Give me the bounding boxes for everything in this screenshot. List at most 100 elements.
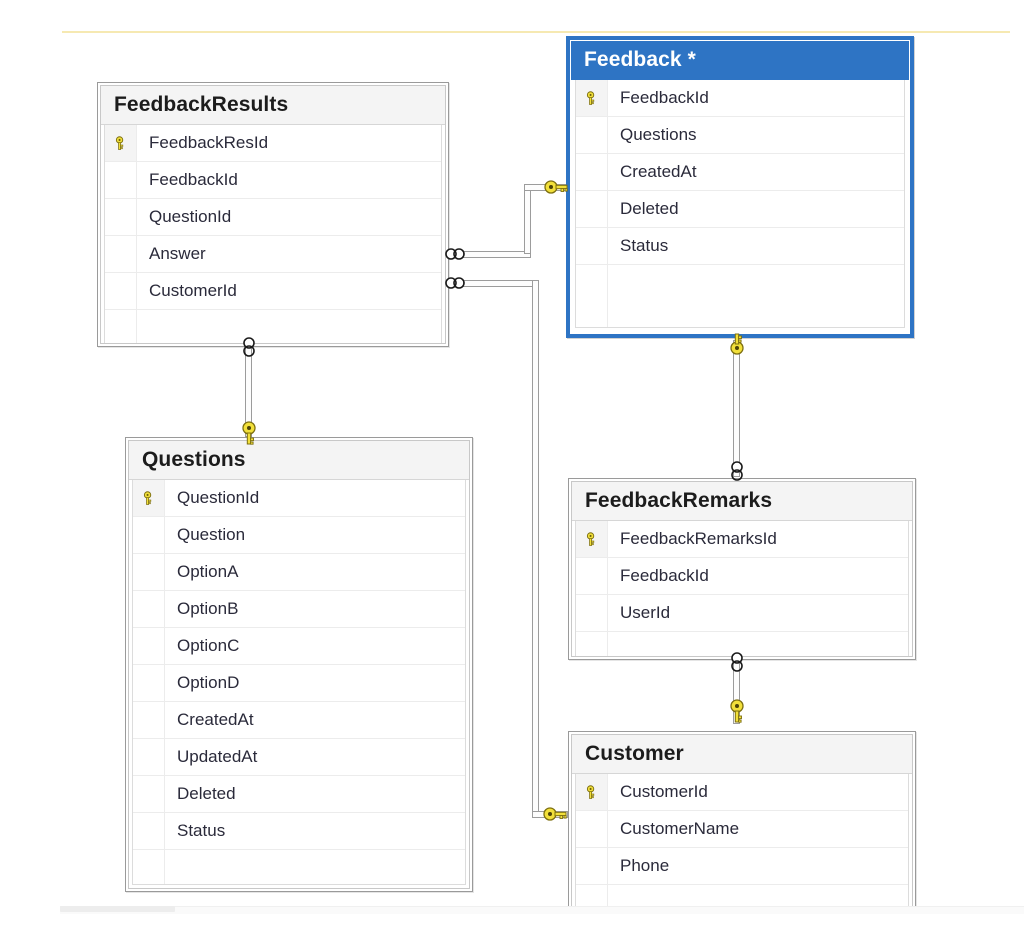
table-card-feedback[interactable]: Feedback * FeedbackId	[566, 36, 914, 338]
table-empty-row[interactable]	[576, 265, 904, 327]
key-icon	[726, 332, 750, 356]
table-card-feedbackresults[interactable]: FeedbackResults FeedbackResId	[97, 82, 449, 347]
field-name: FeedbackId	[620, 88, 709, 107]
connector-segment	[463, 280, 539, 287]
primary-key-cell	[105, 125, 137, 161]
field-name: FeedbackResId	[149, 133, 269, 152]
connector-segment	[524, 184, 531, 254]
key-icon	[143, 490, 152, 505]
table-row[interactable]: UpdatedAt	[133, 739, 465, 776]
table-title-questions[interactable]: Questions	[129, 441, 469, 480]
field-name: OptionA	[177, 562, 239, 581]
primary-key-cell	[576, 632, 608, 656]
table-row[interactable]: Questions	[576, 117, 904, 154]
field-name: CreatedAt	[177, 710, 254, 729]
table-row[interactable]: QuestionId	[105, 199, 441, 236]
table-row[interactable]: OptionC	[133, 628, 465, 665]
primary-key-cell	[133, 591, 165, 627]
key-icon	[238, 419, 262, 445]
infinity-icon	[443, 243, 467, 267]
table-row[interactable]: CustomerName	[576, 811, 908, 848]
field-name: CustomerId	[149, 281, 237, 300]
primary-key-cell	[133, 665, 165, 701]
key-icon	[541, 803, 567, 827]
table-title-feedbackresults[interactable]: FeedbackResults	[101, 86, 445, 125]
horizontal-scrollbar-thumb[interactable]	[60, 906, 175, 912]
field-name: QuestionId	[149, 207, 232, 226]
field-name: Deleted	[620, 199, 679, 218]
field-name: Question	[177, 525, 246, 544]
primary-key-cell	[576, 848, 608, 884]
primary-key-cell	[133, 702, 165, 738]
table-row[interactable]: Deleted	[133, 776, 465, 813]
field-name: OptionC	[177, 636, 240, 655]
table-row[interactable]: FeedbackRemarksId	[576, 521, 908, 558]
horizontal-scrollbar-track[interactable]	[60, 906, 1024, 914]
table-row[interactable]: Phone	[576, 848, 908, 885]
table-row[interactable]: Answer	[105, 236, 441, 273]
primary-key-cell	[576, 265, 608, 327]
primary-key-cell	[105, 162, 137, 198]
table-row[interactable]: FeedbackId	[576, 558, 908, 595]
table-card-feedbackremarks[interactable]: FeedbackRemarks FeedbackRemarksId	[568, 478, 916, 660]
table-row[interactable]: OptionB	[133, 591, 465, 628]
table-row[interactable]: UserId	[576, 595, 908, 632]
table-empty-row[interactable]	[105, 310, 441, 343]
table-title-feedback[interactable]: Feedback *	[571, 41, 909, 80]
infinity-icon	[726, 459, 750, 483]
field-name: Status	[620, 236, 669, 255]
table-row[interactable]: QuestionId	[133, 480, 465, 517]
field-name: OptionD	[177, 673, 240, 692]
key-icon	[726, 697, 750, 723]
table-card-customer[interactable]: Customer CustomerId	[568, 731, 916, 913]
primary-key-cell	[133, 517, 165, 553]
table-row[interactable]: CreatedAt	[576, 154, 904, 191]
connector-segment	[463, 251, 531, 258]
table-fields-feedbackremarks: FeedbackRemarksId FeedbackId UserId	[575, 521, 909, 656]
table-title-feedbackremarks[interactable]: FeedbackRemarks	[572, 482, 912, 521]
table-card-questions[interactable]: Questions QuestionId	[125, 437, 473, 892]
infinity-icon	[443, 272, 467, 296]
field-name: Status	[177, 821, 226, 840]
table-row[interactable]: FeedbackId	[105, 162, 441, 199]
primary-key-cell	[105, 273, 137, 309]
table-row[interactable]: OptionA	[133, 554, 465, 591]
table-row[interactable]: CustomerId	[105, 273, 441, 310]
field-name: Phone	[620, 856, 670, 875]
table-fields-feedback: FeedbackId Questions CreatedAt Deleted S	[575, 80, 905, 328]
table-row[interactable]: CreatedAt	[133, 702, 465, 739]
field-name: CustomerName	[620, 819, 740, 838]
infinity-icon	[726, 650, 750, 674]
table-empty-row[interactable]	[133, 850, 465, 884]
table-empty-row[interactable]	[576, 632, 908, 656]
field-name: UserId	[620, 603, 671, 622]
primary-key-cell	[576, 80, 608, 116]
primary-key-cell	[133, 554, 165, 590]
key-icon	[586, 531, 595, 546]
primary-key-cell	[576, 558, 608, 594]
field-name: Deleted	[177, 784, 236, 803]
table-title-customer[interactable]: Customer	[572, 735, 912, 774]
connector-segment	[532, 280, 539, 817]
primary-key-cell	[576, 191, 608, 227]
table-inner: Feedback * FeedbackId	[570, 40, 910, 334]
table-row[interactable]: Deleted	[576, 191, 904, 228]
table-row[interactable]: FeedbackResId	[105, 125, 441, 162]
table-row[interactable]: Question	[133, 517, 465, 554]
field-name: CreatedAt	[620, 162, 697, 181]
table-row[interactable]: Status	[133, 813, 465, 850]
table-empty-row[interactable]	[576, 885, 908, 909]
field-name: QuestionId	[177, 488, 260, 507]
field-name: Questions	[620, 125, 697, 144]
table-row[interactable]: CustomerId	[576, 774, 908, 811]
field-name: FeedbackRemarksId	[620, 529, 777, 548]
table-row[interactable]: FeedbackId	[576, 80, 904, 117]
field-name: CustomerId	[620, 782, 708, 801]
table-row[interactable]: OptionD	[133, 665, 465, 702]
table-inner: FeedbackRemarks FeedbackRemarksId	[571, 481, 913, 657]
table-row[interactable]: Status	[576, 228, 904, 265]
primary-key-cell	[105, 310, 137, 343]
field-name: OptionB	[177, 599, 239, 618]
primary-key-cell	[133, 480, 165, 516]
